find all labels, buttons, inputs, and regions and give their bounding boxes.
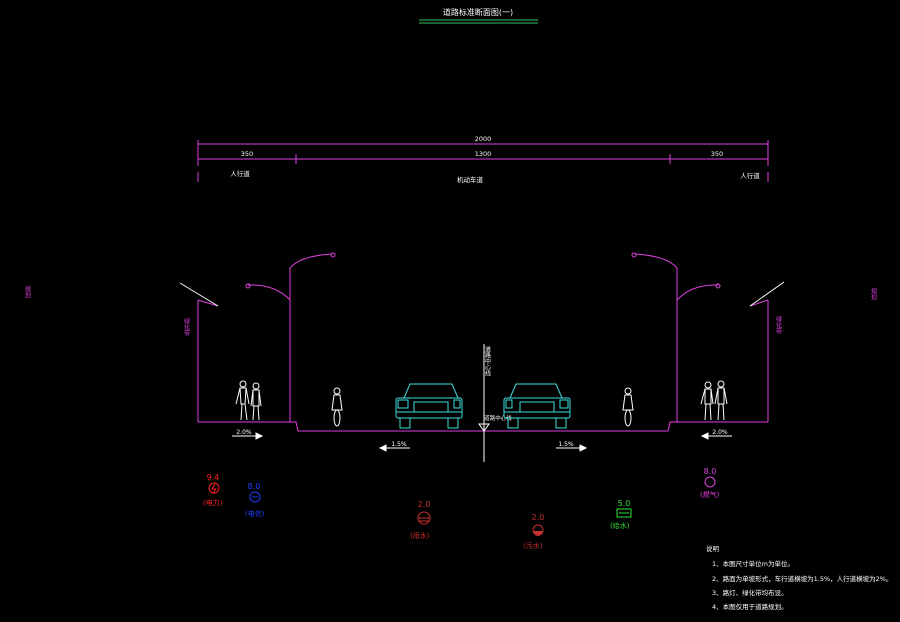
utility-telecom-name: (电信)	[245, 509, 265, 518]
utility-telecom-offset: 8.0	[248, 482, 261, 491]
note-item-4: 4、本图仅用于道路规划。	[712, 602, 788, 611]
right-greenbelt-label: 绿化带	[775, 315, 782, 335]
pedestrians-left	[235, 380, 262, 421]
left-width-label: 350	[241, 150, 253, 158]
note-item-1: 1、本图尺寸单位m为单位。	[712, 559, 794, 568]
telecom-icon	[249, 491, 261, 503]
utility-gas-offset: 8.0	[704, 467, 717, 476]
slope-arrows	[232, 432, 732, 452]
street-lamp-right	[631, 252, 721, 422]
street-lamp-left	[245, 252, 336, 422]
utility-gas-name: (燃气)	[700, 490, 720, 499]
pedestrians-right	[700, 380, 728, 421]
center-line-label: 道路中心线	[484, 345, 491, 376]
gas-icon	[704, 476, 716, 488]
middle-width-label: 1300	[475, 150, 492, 158]
center-marker	[478, 344, 490, 462]
left-edge-label: 规划	[24, 285, 31, 298]
note-item-3: 3、路灯、绿化带均布设。	[712, 588, 788, 597]
cyclist-left	[331, 387, 343, 427]
carriageway-label: 机动车道	[457, 175, 484, 184]
slope-left-sidewalk: 2.0%	[236, 429, 252, 436]
notes-block: 说明 1、本图尺寸单位m为单位。 2、路面为单坡形式，车行道横坡为1.5%，人行…	[706, 544, 892, 611]
right-edge-label: 规划	[870, 287, 877, 300]
drawing-title: 道路标准断面图(一)	[443, 7, 513, 17]
slope-left-lane: 1.5%	[391, 441, 407, 448]
utility-gas: 8.0 (燃气)	[700, 467, 720, 499]
utility-power: 9.4 (电力)	[203, 473, 223, 507]
note-item-2: 2、路面为单坡形式，车行道横坡为1.5%，人行道横坡为2%。	[712, 574, 892, 583]
water-supply-icon	[616, 508, 632, 518]
cyclist-right	[622, 387, 634, 427]
left-greenbelt-label: 绿化带	[183, 317, 190, 337]
utility-water-name: (给水)	[610, 521, 630, 530]
total-width-label: 2000	[475, 135, 492, 143]
utility-power-name: (电力)	[203, 498, 223, 507]
utility-storm-name: (雨水)	[410, 531, 430, 540]
utility-sewage: 2.0 (污水)	[523, 513, 544, 550]
slope-right-sidewalk: 2.0%	[712, 429, 728, 436]
dimension-group	[197, 140, 769, 182]
car-right	[503, 383, 571, 429]
slope-right-lane: 1.5%	[558, 441, 574, 448]
utility-sewage-offset: 2.0	[532, 513, 545, 522]
car-left	[395, 383, 463, 429]
utility-telecom: 8.0 (电信)	[245, 482, 265, 518]
utility-storm-offset: 2.0	[418, 500, 431, 509]
utility-power-offset: 9.4	[207, 473, 220, 482]
utility-storm: 2.0 (雨水)	[410, 500, 431, 540]
utility-water-offset: 5.0	[618, 499, 631, 508]
utility-water: 5.0 (给水)	[610, 499, 632, 530]
utility-sewage-name: (污水)	[523, 541, 543, 550]
center-tag-label: 道路中心线	[484, 414, 512, 422]
power-icon	[208, 482, 220, 494]
road-profile	[179, 281, 785, 432]
right-sidewalk-label: 人行道	[740, 171, 760, 180]
notes-heading: 说明	[706, 544, 720, 553]
right-width-label: 350	[711, 150, 723, 158]
left-sidewalk-label: 人行道	[230, 169, 250, 178]
